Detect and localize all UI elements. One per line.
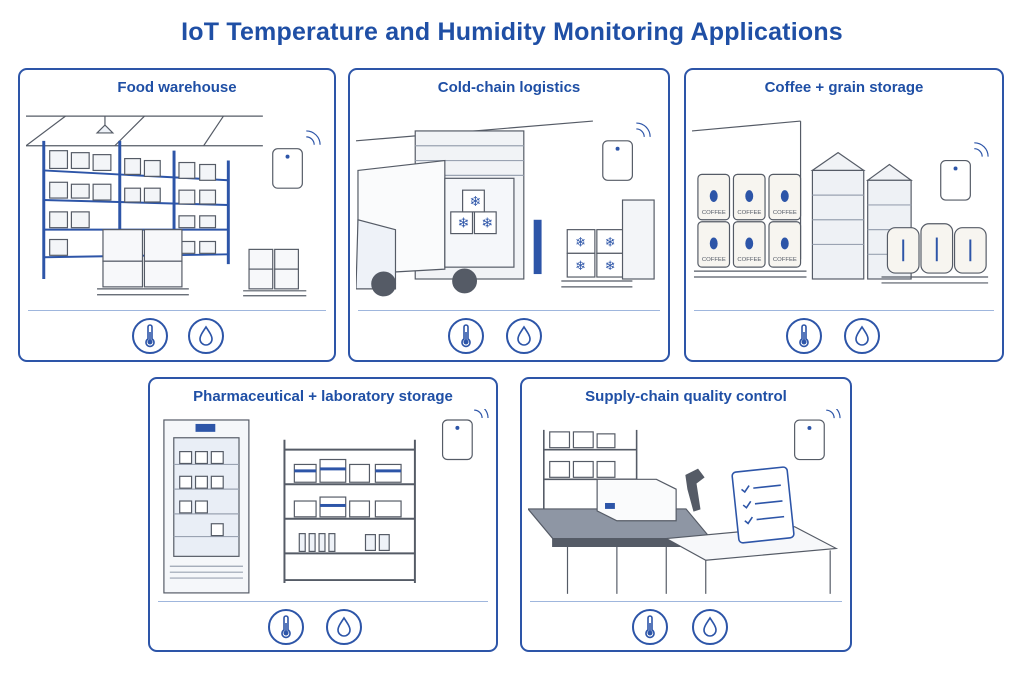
svg-text:❄: ❄: [575, 234, 586, 249]
page-title: IoT Temperature and Humidity Monitoring …: [181, 18, 843, 46]
svg-text:❄: ❄: [481, 215, 493, 231]
panel-title: Cold-chain logistics: [437, 79, 581, 96]
thermometer-icon: [632, 609, 668, 645]
water-drop-icon: [326, 609, 362, 645]
divider: [694, 310, 994, 311]
silo-illustration: COFFEE COFFEE COFFEE COFFEE COFFEE COFFE…: [692, 100, 996, 305]
coffee-label: COFFEE: [737, 210, 761, 216]
panel-title: Pharmaceutical + laboratory storage: [193, 388, 453, 405]
panel-title: Food warehouse: [117, 79, 237, 96]
thermometer-icon: [786, 318, 822, 354]
coffee-label: COFFEE: [702, 257, 726, 263]
divider: [158, 601, 488, 602]
coffee-label: COFFEE: [702, 210, 726, 216]
divider: [530, 601, 842, 602]
conveyor-illustration: [528, 409, 844, 595]
divider: [28, 310, 326, 311]
panel-coffee-grain: Coffee + grain storage COFFEE COFFEE COF…: [684, 68, 1004, 362]
panel-supply-chain-qc: Supply-chain quality control: [520, 377, 852, 652]
water-drop-icon: [188, 318, 224, 354]
thermometer-icon: [448, 318, 484, 354]
svg-text:❄: ❄: [458, 215, 470, 231]
truck-illustration: ❄❄❄ ❄❄❄❄: [356, 100, 662, 305]
svg-text:❄: ❄: [575, 258, 586, 273]
coffee-label: COFFEE: [737, 257, 761, 263]
warehouse-illustration: [26, 100, 328, 305]
svg-text:❄: ❄: [470, 193, 482, 209]
panel-food-warehouse: Food warehouse: [18, 68, 336, 362]
panel-cold-chain: Cold-chain logistics ❄❄❄ ❄❄❄❄: [348, 68, 670, 362]
panel-title: Coffee + grain storage: [764, 79, 924, 96]
water-drop-icon: [692, 609, 728, 645]
panel-pharmaceutical: Pharmaceutical + laboratory storage: [148, 377, 498, 652]
thermometer-icon: [268, 609, 304, 645]
svg-text:❄: ❄: [605, 234, 616, 249]
divider: [358, 310, 660, 311]
thermometer-icon: [132, 318, 168, 354]
water-drop-icon: [844, 318, 880, 354]
panel-title: Supply-chain quality control: [585, 388, 787, 405]
water-drop-icon: [506, 318, 542, 354]
lab-fridge-illustration: [156, 409, 490, 595]
coffee-label: COFFEE: [773, 210, 797, 216]
svg-text:❄: ❄: [605, 258, 616, 273]
coffee-label: COFFEE: [773, 257, 797, 263]
